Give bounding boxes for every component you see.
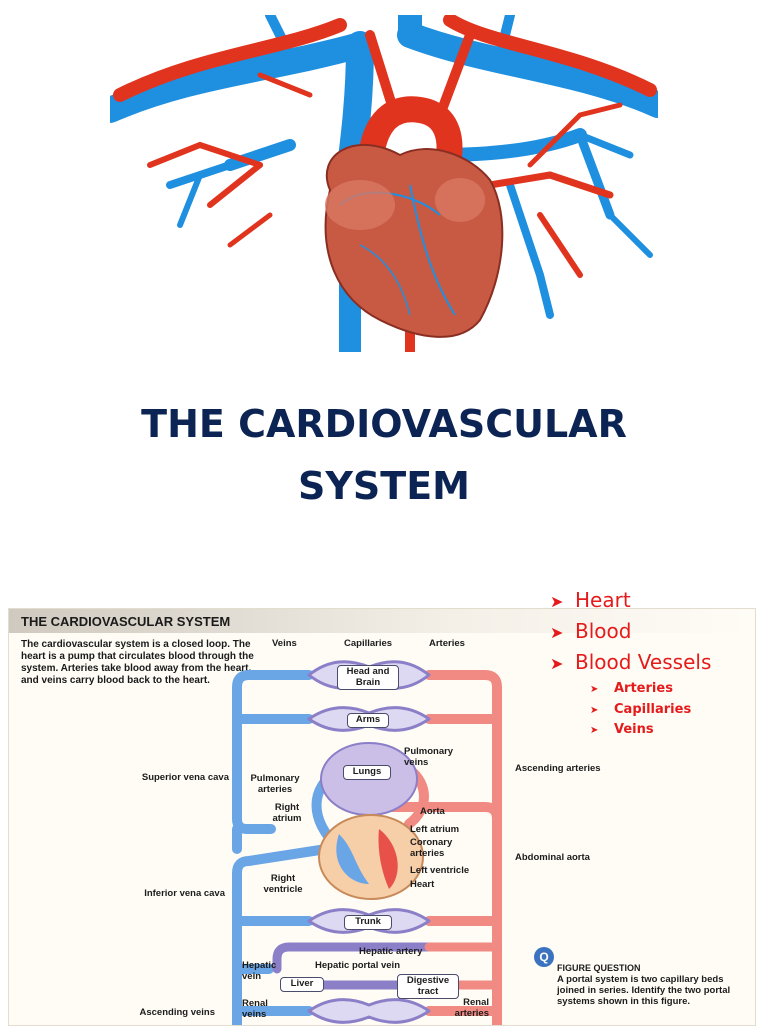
veins-label: Veins: [272, 638, 297, 649]
label-abdominal-aorta: Abdominal aorta: [515, 852, 590, 863]
organ-lungs: Lungs: [343, 765, 391, 780]
bullet-arrow-icon: ➤: [550, 654, 564, 673]
label-pulmonary-arteries: Pulmonary arteries: [250, 773, 300, 795]
bullet-arrow-icon: ➤: [550, 623, 564, 642]
label-renal-arteries: Renal arteries: [454, 997, 489, 1019]
bullet-blood-vessels: ➤Blood Vessels: [550, 649, 711, 680]
bullet-arrow-icon: ➤: [590, 725, 599, 736]
diagram-title: THE CARDIOVASCULAR SYSTEM: [21, 614, 231, 629]
bullet-arrow-icon: ➤: [590, 704, 599, 716]
label-coronary-arteries: Coronary arteries: [410, 837, 453, 859]
label-hepatic-vein: Hepatic vein: [242, 960, 277, 982]
capillaries-label: Capillaries: [344, 638, 393, 649]
label-aorta: Aorta: [420, 806, 445, 817]
label-hepatic-portal-vein: Hepatic portal vein: [315, 960, 400, 971]
label-ascending-arteries: Ascending arteries: [515, 763, 601, 774]
label-right-atrium: Right atrium: [272, 802, 302, 824]
diagram-header-bar: [9, 609, 755, 633]
arteries-label: Arteries: [429, 638, 465, 649]
label-pulmonary-veins: Pulmonary veins: [404, 746, 454, 768]
topic-bullet-list: ➤Heart ➤Blood ➤Blood Vessels ➤Arteries ➤…: [550, 587, 711, 742]
cardiovascular-diagram: THE CARDIOVASCULAR SYSTEM The cardiovasc…: [8, 608, 756, 1026]
bullet-heart: ➤Heart: [550, 587, 711, 618]
organ-head-brain: Head and Brain: [337, 665, 399, 690]
label-hepatic-artery: Hepatic artery: [359, 946, 423, 957]
slide-title-line1: THE CARDIOVASCULAR: [141, 402, 627, 446]
bullet-arrow-icon: ➤: [590, 684, 599, 695]
figure-question-text: A portal system is two capillary beds jo…: [557, 974, 731, 1007]
bullet-arteries: ➤Arteries: [590, 680, 751, 701]
label-superior-vena-cava: Superior vena cava: [141, 772, 229, 783]
organ-trunk: Trunk: [344, 915, 392, 930]
slide-title-line2: SYSTEM: [298, 464, 470, 508]
organ-liver: Liver: [280, 977, 324, 992]
figure-question-title: FIGURE QUESTION: [557, 963, 641, 973]
bullet-arrow-icon: ➤: [550, 592, 564, 611]
bullet-blood: ➤Blood: [550, 618, 711, 649]
label-left-atrium: Left atrium: [410, 824, 460, 835]
bullet-capillaries: ➤Capillaries: [590, 701, 751, 722]
label-renal-veins: Renal veins: [242, 998, 268, 1020]
label-ascending-veins: Ascending veins: [139, 1007, 216, 1018]
diagram-intro-text: The cardiovascular system is a closed lo…: [21, 639, 254, 686]
organ-arms: Arms: [347, 713, 389, 728]
figure-question-icon: Q: [534, 947, 554, 967]
label-left-ventricle: Left ventricle: [410, 865, 470, 876]
organ-digestive-tract: Digestive tract: [397, 974, 459, 999]
bullet-veins: ➤Veins: [590, 721, 751, 742]
label-right-ventricle: Right ventricle: [263, 873, 303, 895]
label-inferior-vena-cava: Inferior vena cava: [144, 888, 225, 899]
heart-illustration: [110, 15, 658, 352]
label-heart: Heart: [410, 879, 435, 890]
